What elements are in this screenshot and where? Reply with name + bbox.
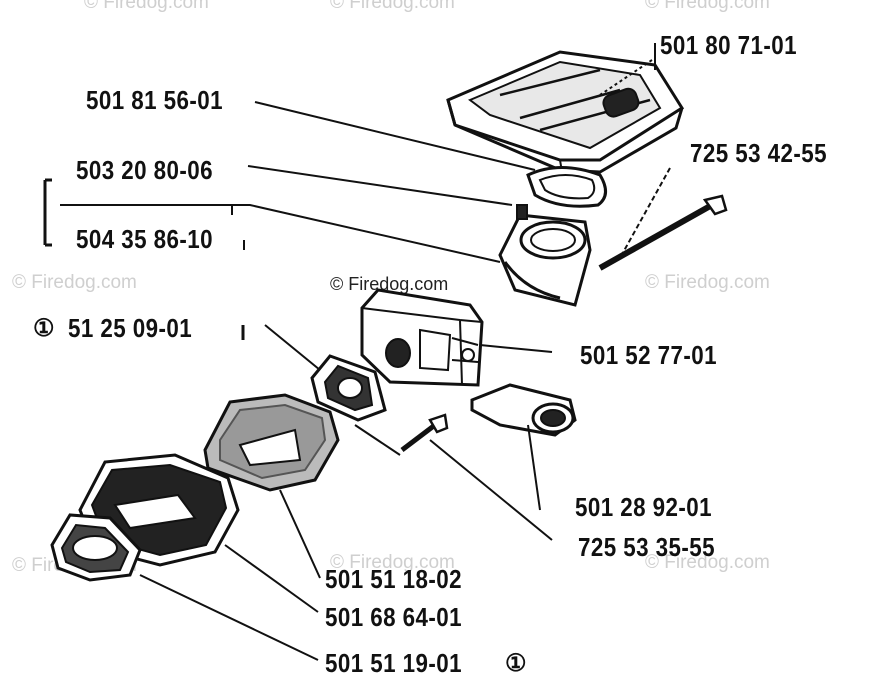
part-label-725-53-42-55: 725 53 42-55 [690,138,827,168]
reference-marker-1-bottom: ① [505,650,527,677]
carburetor [360,288,484,387]
part-label-501-51-19-01: 501 51 19-01 [325,648,462,678]
part-label-501-51-18-02: 501 51 18-02 [325,564,462,594]
bolt-725-53-42-55 [598,194,728,271]
part-label-51-25-09-01: 51 25 09-01 [68,313,193,343]
part-label-725-53-35-55: 725 53 35-55 [578,532,715,562]
watermark: © Firedog.com [330,0,455,13]
carburetor-gasket [310,354,387,422]
part-label-501-28-92-01: 501 28 92-01 [575,492,712,522]
screw-725-53-35-55 [400,413,449,452]
watermark: © Firedog.com [12,272,137,293]
part-label-501-68-64-01: 501 68 64-01 [325,602,462,632]
reference-marker-1: ① [33,315,55,342]
leader-lines [43,43,671,661]
part-label-501-81-56-01: 501 81 56-01 [86,85,223,115]
air-filter-element [203,393,340,492]
part-label-503-20-80-06: 503 20 80-06 [76,155,213,185]
part-label-501-52-77-01: 501 52 77-01 [580,340,717,370]
filter-gasket [526,166,607,208]
watermark: © Firedog.com [84,0,209,13]
watermark: © Firedog.com [330,552,455,573]
air-filter-cover [446,50,685,174]
watermark: © Firedog.com [645,552,770,573]
fuel-hose [470,383,577,437]
watermark-center: © Firedog.com [330,274,449,294]
intake-adapter [498,204,592,307]
watermark: © Firedog.com [645,272,770,293]
part-label-501-80-71-01: 501 80 71-01 [660,30,797,60]
bottom-gasket [50,513,142,582]
watermark: © Firedog.com [645,0,770,13]
part-label-504-35-86-10: 504 35 86-10 [76,224,213,254]
